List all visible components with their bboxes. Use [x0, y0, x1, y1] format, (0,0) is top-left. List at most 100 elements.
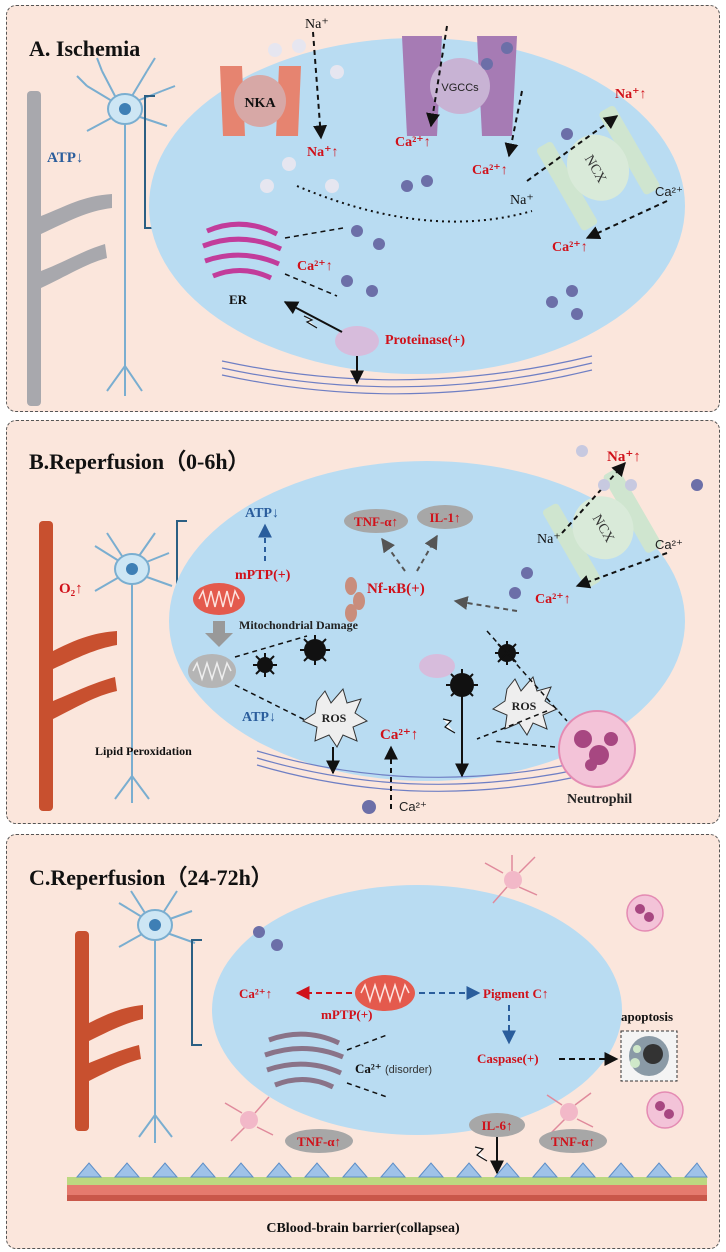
er-callout-line-1	[284, 227, 344, 239]
neutrophil-nucleus-1b	[644, 912, 654, 922]
ncx-na-label: Na⁺	[510, 193, 534, 208]
ros-right-label: ROS	[512, 699, 537, 713]
neuron-icon	[118, 890, 196, 1143]
panel-b-title: B.Reperfusion（0-6h）	[29, 449, 250, 474]
neuron-nucleus	[149, 919, 161, 931]
neuron-nucleus	[119, 103, 131, 115]
cell-membrane	[221, 355, 593, 395]
er-label: ER	[229, 292, 248, 307]
il1-badge	[417, 505, 473, 529]
panel-reperfusion-24-72h: C.Reperfusion（24-72h） Ca²⁺↑ mPTP(+) Pigm…	[6, 834, 720, 1249]
tnf-badge	[344, 509, 408, 533]
vgcc-ca-label-2: Ca²⁺↑	[472, 163, 508, 178]
er-callout-line-2	[284, 273, 338, 297]
zoom-bracket	[144, 95, 155, 229]
er-organelle	[264, 1031, 344, 1090]
ros-left-label: ROS	[322, 711, 347, 725]
panel-c-diagram: C.Reperfusion（24-72h） Ca²⁺↑ mPTP(+) Pigm…	[29, 855, 708, 1236]
nfkb-label: Nf-κB(+)	[367, 581, 425, 597]
vgcc-ca-arrow-1	[426, 25, 448, 128]
atp-bottom-label: ATP↓	[242, 710, 276, 725]
mitochondrion-damaged-icon	[188, 654, 236, 688]
vgcc-label: VGCCs	[441, 82, 479, 94]
nfkb-protein-icon	[345, 577, 365, 622]
apoptotic-body-2	[633, 1045, 641, 1053]
caspase-label: Caspase(+)	[477, 1051, 539, 1066]
na-out-label: Na⁺↑	[607, 449, 641, 465]
na-out-label: Na⁺↑	[615, 87, 647, 102]
ion-particles	[362, 445, 703, 814]
mito-damage-label: Mitochondrial Damage	[239, 618, 359, 632]
blood-vessel-red	[75, 931, 143, 1131]
blood-brain-barrier	[67, 1162, 708, 1201]
astrocyte-endfeet	[75, 1162, 708, 1178]
ca-center-label: Ca²⁺↑	[380, 727, 418, 743]
er-disorder-label: (disorder)	[385, 1064, 432, 1076]
bbb-label: CBlood-brain barrier(collapsea)	[266, 1221, 460, 1236]
proteinase-er-arrow	[283, 301, 343, 333]
glial-cell-icon	[224, 855, 594, 1142]
apoptotic-cell-nucleus	[643, 1044, 663, 1064]
apoptotic-body-1	[630, 1058, 640, 1068]
o2-up-label: O₂↑	[59, 581, 83, 597]
nfkb-il1-arrow	[416, 534, 438, 572]
ncx-na-arrow	[561, 461, 626, 534]
ncx-ca-arrow	[585, 200, 668, 240]
na-influx-label: Na⁺↑	[307, 145, 339, 160]
cell-membrane	[256, 750, 608, 792]
ncx-ca-arrow	[575, 552, 668, 589]
panel-ischemia-diagram: NKA Na⁺ Na⁺↑ VGCCs Ca²⁺↑ Ca²⁺↑ NCX Na⁺↑ …	[27, 17, 685, 406]
proteinase-icon	[335, 326, 379, 356]
vgcc-ca-label-1: Ca²⁺↑	[395, 135, 431, 150]
panel-b-diagram: B.Reperfusion（0-6h） O₂↑ ATP↓ mPTP(+) Mit…	[29, 445, 703, 814]
damage-callout-line-1	[234, 635, 308, 658]
er-callout-line-1	[346, 1034, 388, 1051]
ncx-ca-label: Ca²⁺	[655, 537, 683, 552]
ncx-na-arrow	[526, 115, 619, 182]
pigment-label: Pigment C↑	[483, 986, 548, 1001]
glial-cell-3	[560, 1103, 578, 1121]
nka-label: NKA	[244, 96, 276, 111]
atp-down-label: ATP↓	[47, 150, 83, 166]
cell-body	[169, 461, 685, 781]
tnf-right-label: TNF-α↑	[551, 1134, 595, 1149]
tnf-left-label: TNF-α↑	[297, 1134, 341, 1149]
ros-burst-left	[301, 687, 369, 748]
blood-vessel-red	[39, 521, 117, 811]
panel-reperfusion-0-6h: B.Reperfusion（0-6h） O₂↑ ATP↓ mPTP(+) Mit…	[6, 420, 720, 824]
er-ca-label: Ca²⁺	[355, 1061, 382, 1076]
mitochondrion-healthy-icon	[193, 583, 245, 615]
il1-label: IL-1↑	[429, 510, 460, 525]
ca-left-label: Ca²⁺↑	[239, 986, 272, 1001]
tnf-right-badge	[539, 1129, 607, 1153]
tnf-label: TNF-α↑	[354, 514, 398, 529]
neutrophil-callout-line-3	[486, 630, 568, 722]
na-top-label: Na⁺	[305, 17, 329, 32]
panel-a-title: A. Ischemia	[29, 36, 140, 61]
proteinase-label: Proteinase(+)	[385, 333, 465, 348]
neutrophil-nucleus	[574, 730, 618, 771]
zoom-bracket	[191, 939, 202, 1046]
ncx-na-label: Na⁺	[537, 532, 561, 547]
damage-callout-line-2	[234, 684, 308, 722]
cell-body	[212, 885, 622, 1135]
neutrophil-callout-line-1	[476, 710, 548, 740]
neutrophil-icon	[646, 1091, 684, 1129]
ca-bottom-label: Ca²⁺	[399, 799, 427, 814]
panel-c-title: C.Reperfusion（24-72h）	[29, 865, 273, 890]
damage-arrow	[205, 621, 233, 647]
mitochondrion-icon	[355, 975, 415, 1011]
glial-cell-2	[240, 1111, 258, 1129]
er-organelle	[202, 221, 283, 281]
apoptosis-label: apoptosis	[621, 1009, 673, 1024]
er-ca-label: Ca²⁺↑	[297, 259, 333, 274]
neuron-icon	[94, 532, 173, 803]
neutrophil-label: Neutrophil	[567, 792, 632, 807]
ca-influx-label: Ca²⁺↑	[535, 592, 571, 607]
ncx-channel	[542, 468, 662, 588]
blood-vessel-gray	[27, 91, 112, 406]
lightning-icon	[442, 718, 456, 734]
ca-nfkb-arrow	[453, 596, 518, 612]
lipid-peroxidation-label: Lipid Peroxidation	[95, 744, 192, 758]
mptp-label: mPTP(+)	[235, 568, 291, 583]
